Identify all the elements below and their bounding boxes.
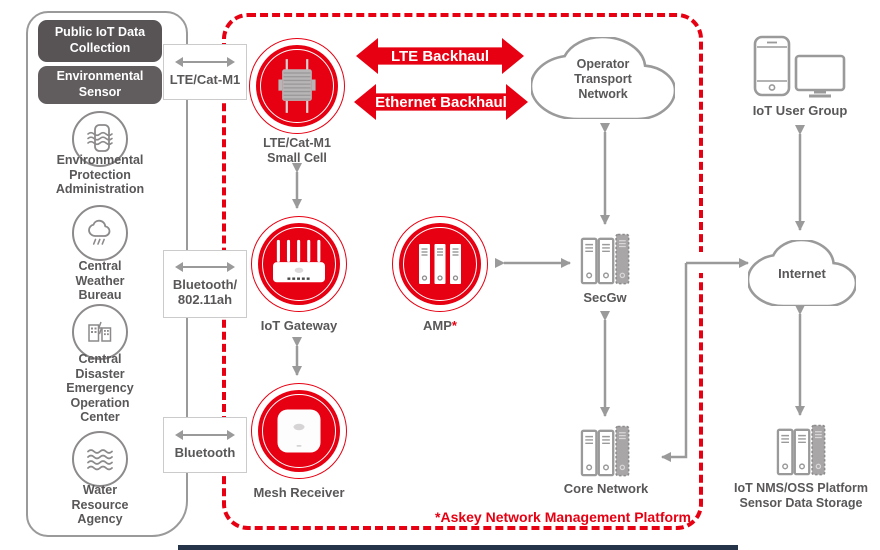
iot-user-group-label: IoT User Group [752,103,848,118]
iot-gateway-label: IoT Gateway [260,318,338,333]
double-arrow-icon [175,57,235,68]
operator-cloud-label: Operator Transport Network [574,57,632,101]
link-box-bluetooth: Bluetooth [163,417,247,473]
red-disc [258,390,340,472]
amp-asterisk: * [451,318,457,333]
buildings-icon [88,321,112,342]
public-iot-data-collection-box: Public IoT Data Collection [38,20,162,62]
ethernet-backhaul-label: Ethernet Backhaul [375,93,507,111]
server-rack-icon [580,425,630,477]
red-disc [399,223,481,305]
agency-circle [72,304,128,360]
page-section-edge [178,545,738,550]
rain-cloud-icon [88,219,111,245]
link-label: Bluetooth/ 802.11ah [172,276,238,307]
red-disc [258,223,340,305]
agency-label-epa: Environmental Protection Administration [55,153,145,196]
link-label: Bluetooth [174,445,236,461]
core-network-label: Core Network [563,481,649,496]
node-iot-gateway [251,216,347,312]
access-point-icon [277,409,321,453]
server-stack-icon [419,244,461,284]
small-cell-icon [278,59,316,113]
air-quality-icon [87,124,113,152]
server-rack-icon [580,233,630,285]
smartphone-monitor-icon [753,35,846,98]
agency-circle [72,431,128,487]
cloud-icon [748,240,856,306]
agency-label-water: Water Resource Agency [71,483,129,526]
lte-backhaul-label: LTE Backhaul [390,47,490,65]
double-arrow-icon [175,430,235,441]
secgw-label: SecGw [583,290,627,305]
agency-circle [72,111,128,167]
environmental-sensor-box: Environmental Sensor [38,66,162,104]
boundary-port [694,252,713,273]
double-arrow-icon [175,261,235,272]
water-waves-icon [87,449,113,471]
red-disc [256,45,338,127]
amp-label: AMP* [380,318,500,333]
askey-platform-footnote: *Askey Network Management Platform [435,509,691,525]
server-rack-icon [776,424,826,476]
internet-cloud-label: Internet [778,266,826,281]
router-icon [273,239,325,283]
link-box-bluetooth-802: Bluetooth/ 802.11ah [163,250,247,318]
agency-label-weather: Central Weather Bureau [75,259,125,302]
link-label: LTE/Cat-M1 [169,72,241,88]
agency-label-disaster: Central Disaster Emergency Operation Cen… [66,352,134,424]
nms-oss-label: IoT NMS/OSS Platform Sensor Data Storage [733,481,869,510]
agency-circle [72,205,128,261]
cloud-icon [531,37,675,119]
mesh-receiver-label: Mesh Receiver [253,485,345,500]
amp-label-text: AMP [423,318,452,333]
node-small-cell [249,38,345,134]
node-mesh-receiver [251,383,347,479]
small-cell-label: LTE/Cat-M1 Small Cell [263,136,331,165]
link-box-lte: LTE/Cat-M1 [163,44,247,100]
node-amp [392,216,488,312]
